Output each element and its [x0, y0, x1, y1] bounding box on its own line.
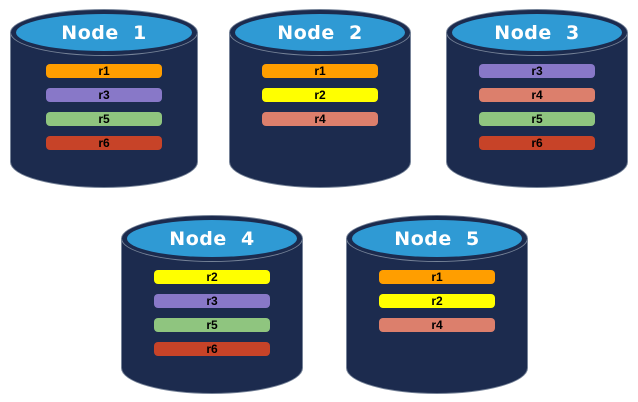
replica-bar-r3: r3 [154, 294, 270, 308]
database-cylinder-body [10, 32, 198, 188]
database-cylinder-top: Node 5 [346, 215, 528, 262]
replica-bar-r6: r6 [46, 136, 162, 150]
replica-bar-r2: r2 [262, 88, 378, 102]
node-2: Node 2 r1 r2 r4 [229, 8, 411, 188]
node-label: Node 5 [394, 227, 480, 250]
replica-list: r1 r3 r5 r6 [10, 64, 198, 150]
node-label: Node 1 [61, 21, 147, 44]
replica-bar-r6: r6 [479, 136, 595, 150]
database-cylinder-body [446, 32, 628, 188]
cylinder-top-face [452, 14, 622, 51]
replica-bar-r5: r5 [46, 112, 162, 126]
database-cylinder-top: Node 2 [229, 9, 411, 56]
database-cylinder-body [121, 238, 303, 394]
replica-bar-r6: r6 [154, 342, 270, 356]
replica-bar-r4: r4 [262, 112, 378, 126]
node-label: Node 4 [169, 227, 255, 250]
replica-bar-r5: r5 [479, 112, 595, 126]
replica-bar-r1: r1 [46, 64, 162, 78]
replica-bar-r4: r4 [379, 318, 495, 332]
node-1: Node 1 r1 r3 r5 r6 [10, 8, 198, 188]
database-cylinder-top: Node 3 [446, 9, 628, 56]
replica-bar-r3: r3 [479, 64, 595, 78]
cylinder-top-face [235, 14, 405, 51]
replica-bar-r3: r3 [46, 88, 162, 102]
cylinder-top-face [352, 220, 522, 257]
replica-list: r1 r2 r4 [346, 270, 528, 332]
node-5: Node 5 r1 r2 r4 [346, 214, 528, 394]
cylinder-top-face [16, 14, 192, 51]
database-cylinder-body [346, 238, 528, 394]
replica-bar-r5: r5 [154, 318, 270, 332]
replica-bar-r1: r1 [379, 270, 495, 284]
replica-list: r1 r2 r4 [229, 64, 411, 126]
node-label: Node 3 [494, 21, 580, 44]
replica-bar-r2: r2 [379, 294, 495, 308]
database-cylinder-top: Node 1 [10, 9, 198, 56]
node-3: Node 3 r3 r4 r5 r6 [446, 8, 628, 188]
replica-bar-r4: r4 [479, 88, 595, 102]
replica-list: r3 r4 r5 r6 [446, 64, 628, 150]
node-4: Node 4 r2 r3 r5 r6 [121, 214, 303, 394]
node-label: Node 2 [277, 21, 363, 44]
replica-list: r2 r3 r5 r6 [121, 270, 303, 356]
replica-bar-r1: r1 [262, 64, 378, 78]
database-cylinder-body [229, 32, 411, 188]
database-cylinder-top: Node 4 [121, 215, 303, 262]
cylinder-top-face [127, 220, 297, 257]
replica-bar-r2: r2 [154, 270, 270, 284]
